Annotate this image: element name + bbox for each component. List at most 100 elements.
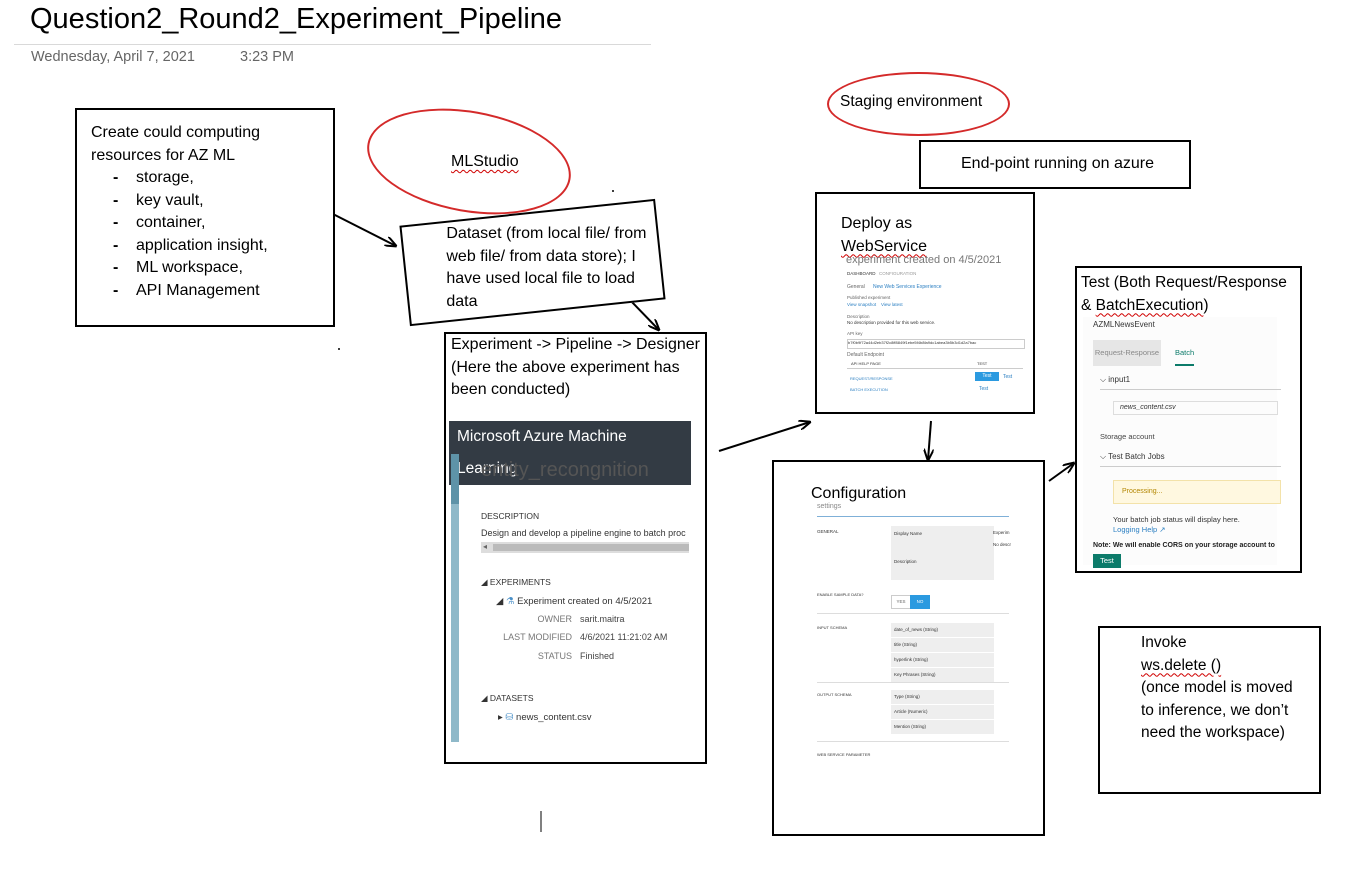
tab-batch[interactable]: Batch — [1175, 340, 1195, 366]
sample-yes-toggle[interactable]: YES — [891, 595, 911, 609]
api-key-label: API key — [847, 331, 863, 336]
display-name-value[interactable]: Experim — [993, 530, 1010, 535]
resource-item: application insight, — [91, 235, 323, 258]
invoke-line1: Invoke — [1141, 634, 1187, 651]
modified-value: 4/6/2021 11:21:02 AM — [580, 632, 668, 642]
view-latest-link[interactable]: View latest — [881, 302, 903, 307]
status-value: Finished — [580, 651, 615, 661]
logging-help-link[interactable]: Logging Help ↗ — [1113, 525, 1166, 534]
input-schema-fields: date_of_news (String) title (String) hyp… — [891, 623, 994, 682]
published-label: Published experiment — [847, 295, 891, 300]
schema-field[interactable]: hyperlink (String) — [891, 653, 994, 667]
test-link-batch[interactable]: Test — [979, 386, 989, 392]
workspace-title: entity_recongnition — [481, 459, 649, 481]
datasets-heading: ◢ DATASETS — [481, 693, 534, 703]
divider — [817, 682, 1009, 683]
page-time: 3:23 PM — [240, 49, 294, 65]
service-name: AZMLNewsEvent — [1093, 320, 1155, 329]
input1-toggle[interactable]: ⌵ input1 — [1100, 375, 1131, 384]
invoke-line3: (once model is moved to inference, we do… — [1141, 679, 1293, 741]
resources-list: storage, key vault, container, applicati… — [91, 167, 323, 302]
test-panel: AZMLNewsEvent Request-Response Batch ⌵ i… — [1083, 317, 1281, 568]
general-fields: Display Name Description — [891, 526, 994, 580]
arrow-dataset-to-experiment — [628, 298, 659, 330]
schema-field[interactable]: Article (Numeric) — [891, 705, 994, 719]
storage-label: Storage account — [1100, 432, 1155, 441]
chevron-down-icon[interactable]: ⌵ — [1100, 375, 1109, 384]
mlstudio-label: MLStudio — [451, 153, 519, 170]
experiment-caption: Experiment -> Pipeline -> Designer (Here… — [451, 336, 701, 398]
test-box: Test (Both Request/Response & BatchExecu… — [1075, 266, 1302, 573]
endpoint-text: End-point running on azure — [961, 155, 1155, 172]
settings-divider — [817, 516, 1009, 517]
schema-field[interactable]: Key Phrases (String) — [891, 668, 994, 682]
status-text: Your batch job status will display here. — [1113, 515, 1240, 524]
dataset-item[interactable]: ▸ ⛁ news_content.csv — [498, 712, 592, 723]
resource-item: storage, — [91, 167, 323, 190]
description-heading: DESCRIPTION — [481, 511, 540, 521]
request-response-link[interactable]: REQUEST/RESPONSE — [850, 376, 893, 381]
default-endpoint-label: Default Endpoint — [847, 352, 884, 358]
settings-label: settings — [817, 503, 842, 510]
description-value: No description provided for this web ser… — [847, 320, 936, 325]
schema-field[interactable]: title (String) — [891, 638, 994, 652]
azure-sidebar — [451, 454, 459, 742]
resources-heading: Create could computing resources for AZ … — [91, 124, 260, 164]
new-ws-link[interactable]: New Web Services Experience — [873, 284, 942, 290]
arrow-experiment-to-deploy — [718, 422, 810, 452]
description-label: Description — [847, 314, 870, 319]
test-caption: Test (Both Request/Response & BatchExecu… — [1081, 274, 1287, 314]
config-caption: Configuration — [811, 485, 907, 502]
resource-item: key vault, — [91, 190, 323, 213]
divider — [817, 613, 1009, 614]
endpoint-table-header: API HELP PAGE TEST — [847, 360, 1023, 369]
output-schema-fields: Type (String) Article (Numeric) Mention … — [891, 690, 994, 734]
test-button[interactable]: Test — [975, 372, 999, 381]
resource-item: ML workspace, — [91, 257, 323, 280]
scroll-left-icon[interactable]: ◂ — [483, 542, 488, 551]
expand-icon[interactable]: ▸ — [498, 712, 506, 723]
sample-no-toggle[interactable]: NO — [910, 595, 930, 609]
processing-banner: Processing... — [1113, 480, 1281, 504]
api-key-field[interactable]: b7f0b9f72a44d2eb37f2c8ff8849f1ebe5f4b8fa… — [847, 339, 1025, 349]
schema-field[interactable]: Mention (String) — [891, 720, 994, 734]
collapse-icon[interactable]: ◢ — [496, 596, 506, 607]
dataset-text: Dataset (from local file/ from web file/… — [446, 224, 647, 310]
output-schema-label: OUTPUT SCHEMA — [817, 692, 852, 697]
experiment-item[interactable]: ◢ ⚗ Experiment created on 4/5/2021 — [496, 596, 653, 607]
description-text: Design and develop a pipeline engine to … — [481, 528, 686, 538]
test-jobs-toggle[interactable]: ⌵ Test Batch Jobs — [1100, 452, 1165, 461]
divider — [1100, 466, 1281, 467]
schema-field[interactable]: date_of_news (String) — [891, 623, 994, 637]
view-snapshot-link[interactable]: View snapshot — [847, 302, 877, 307]
invoke-line2: ws.delete () — [1141, 656, 1222, 674]
divider — [817, 741, 1009, 742]
collapse-icon[interactable]: ◢ — [481, 577, 490, 587]
batch-execution-link[interactable]: BATCH EXECUTION — [850, 387, 888, 392]
web-param-label: WEB SERVICE PARAMETER — [817, 752, 871, 757]
deploy-box: Deploy as WebService experiment created … — [815, 192, 1035, 414]
input-file-field[interactable]: news_content.csv — [1113, 401, 1278, 415]
description-value[interactable]: No descr — [993, 542, 1012, 547]
cors-note: Note: We will enable CORS on your storag… — [1093, 542, 1275, 549]
horizontal-scrollbar[interactable]: ◂ — [481, 542, 689, 553]
test-link[interactable]: Test — [1003, 374, 1013, 380]
tab-dashboard[interactable]: DASHBOARD — [847, 271, 876, 276]
deploy-experiment-title: experiment created on 4/5/2021 — [846, 254, 1002, 266]
external-link-icon: ↗ — [1159, 525, 1166, 534]
page-date: Wednesday, April 7, 2021 — [31, 49, 195, 65]
schema-field[interactable]: Type (String) — [891, 690, 994, 704]
test-button[interactable]: Test — [1093, 554, 1121, 568]
enable-sample-label: ENABLE SAMPLE DATA? — [817, 592, 864, 597]
tab-request-response[interactable]: Request-Response — [1093, 340, 1161, 366]
chevron-down-icon[interactable]: ⌵ — [1100, 452, 1109, 461]
status-label: STATUS — [537, 651, 572, 661]
divider — [1100, 389, 1281, 390]
general-label: GENERAL — [817, 529, 839, 534]
owner-label: OWNER — [537, 614, 573, 624]
config-box: Configuration settings GENERAL Display N… — [772, 460, 1045, 836]
invoke-box: Invoke ws.delete () (once model is moved… — [1098, 626, 1321, 794]
tab-configuration[interactable]: CONFIGURATION — [879, 271, 917, 276]
collapse-icon[interactable]: ◢ — [481, 693, 490, 703]
